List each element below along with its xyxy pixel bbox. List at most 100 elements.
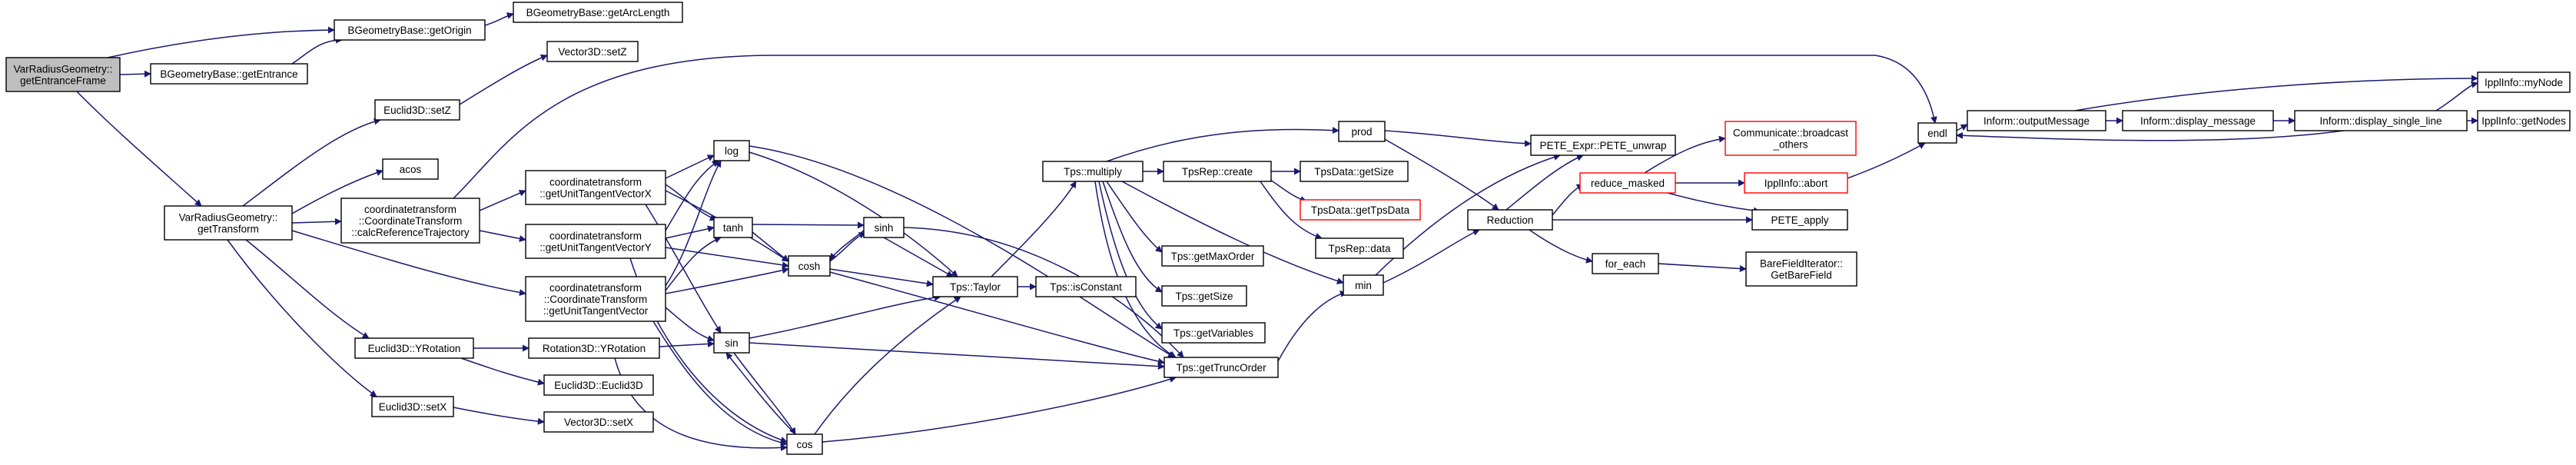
node-eSetZ[interactable]: Euclid3D::setZ bbox=[374, 99, 460, 121]
node-box[interactable] bbox=[5, 57, 121, 92]
node-reduceMasked[interactable]: reduce_masked bbox=[1579, 172, 1676, 194]
node-create[interactable]: TpsRep::create bbox=[1163, 161, 1272, 182]
node-cosh[interactable]: cosh bbox=[788, 255, 831, 277]
node-box[interactable] bbox=[1744, 172, 1848, 194]
node-eSetX[interactable]: Euclid3D::setX bbox=[371, 396, 454, 417]
node-box[interactable] bbox=[543, 411, 654, 433]
node-box[interactable] bbox=[788, 255, 831, 277]
node-cos[interactable]: cos bbox=[786, 433, 823, 455]
node-abort[interactable]: IpplInfo::abort bbox=[1744, 172, 1848, 194]
node-outMsg[interactable]: Inform::outputMessage bbox=[1967, 110, 2106, 131]
node-box[interactable] bbox=[1579, 172, 1676, 194]
node-broadcast[interactable]: Communicate::broadcast_others bbox=[1725, 121, 1857, 156]
node-getEntrance[interactable]: BGeometryBase::getEntrance bbox=[150, 63, 308, 85]
node-box[interactable] bbox=[1745, 251, 1857, 287]
node-eCtor[interactable]: Euclid3D::Euclid3D bbox=[543, 374, 654, 396]
node-unitY[interactable]: coordinatetransform::getUnitTangentVecto… bbox=[525, 224, 666, 259]
node-box[interactable] bbox=[1967, 110, 2106, 131]
node-box[interactable] bbox=[164, 205, 293, 241]
node-box[interactable] bbox=[1343, 274, 1384, 296]
node-box[interactable] bbox=[1161, 322, 1266, 344]
node-box[interactable] bbox=[1042, 161, 1144, 182]
node-dataGetSize[interactable]: TpsData::getSize bbox=[1300, 161, 1409, 182]
node-box[interactable] bbox=[354, 337, 474, 359]
node-acos[interactable]: acos bbox=[382, 158, 439, 180]
node-box[interactable] bbox=[713, 217, 753, 238]
node-getVariables[interactable]: Tps::getVariables bbox=[1161, 322, 1266, 344]
node-box[interactable] bbox=[374, 99, 460, 121]
node-calcRef[interactable]: coordinatetransform::CoordinateTransform… bbox=[340, 198, 480, 244]
node-sin[interactable]: sin bbox=[713, 332, 750, 354]
node-vrTransform[interactable]: VarRadiusGeometry::getTransform bbox=[164, 205, 293, 241]
node-box[interactable] bbox=[382, 158, 439, 180]
node-box[interactable] bbox=[528, 337, 660, 359]
node-box[interactable] bbox=[1751, 209, 1848, 231]
node-myNode[interactable]: IpplInfo::myNode bbox=[2477, 71, 2571, 93]
node-peteApply[interactable]: PETE_apply bbox=[1751, 209, 1848, 231]
node-dispMsg[interactable]: Inform::display_message bbox=[2122, 110, 2274, 131]
node-min[interactable]: min bbox=[1343, 274, 1384, 296]
node-log[interactable]: log bbox=[713, 140, 750, 161]
node-box[interactable] bbox=[1725, 121, 1857, 156]
node-repData[interactable]: TpsRep::data bbox=[1315, 237, 1404, 259]
node-box[interactable] bbox=[371, 396, 454, 417]
node-box[interactable] bbox=[525, 224, 666, 259]
node-box[interactable] bbox=[863, 217, 905, 238]
node-box[interactable] bbox=[2477, 110, 2571, 131]
node-box[interactable] bbox=[334, 19, 486, 41]
node-vSetX[interactable]: Vector3D::setX bbox=[543, 411, 654, 433]
node-getMaxOrder[interactable]: Tps::getMaxOrder bbox=[1161, 245, 1264, 267]
node-reduction[interactable]: Reduction bbox=[1467, 209, 1553, 231]
node-box[interactable] bbox=[713, 332, 750, 354]
node-multiply[interactable]: Tps::multiply bbox=[1042, 161, 1144, 182]
node-box[interactable] bbox=[2294, 110, 2468, 131]
node-forEach[interactable]: for_each bbox=[1592, 253, 1659, 274]
node-tanh[interactable]: tanh bbox=[713, 217, 753, 238]
node-dispLine[interactable]: Inform::display_single_line bbox=[2294, 110, 2468, 131]
node-unitVec[interactable]: coordinatetransform::CoordinateTransform… bbox=[525, 276, 666, 322]
node-box[interactable] bbox=[1164, 357, 1279, 378]
node-bfi[interactable]: BareFieldIterator::GetBareField bbox=[1745, 251, 1857, 287]
node-box[interactable] bbox=[1163, 161, 1272, 182]
node-box[interactable] bbox=[1300, 199, 1421, 221]
node-box[interactable] bbox=[525, 170, 666, 205]
node-box[interactable] bbox=[786, 433, 823, 455]
node-box[interactable] bbox=[932, 276, 1018, 297]
node-getNodes[interactable]: IpplInfo::getNodes bbox=[2477, 110, 2571, 131]
node-box[interactable] bbox=[340, 198, 480, 244]
node-box[interactable] bbox=[525, 276, 666, 322]
node-prod[interactable]: prod bbox=[1338, 121, 1386, 142]
node-getTpsData[interactable]: TpsData::getTpsData bbox=[1300, 199, 1421, 221]
node-box[interactable] bbox=[1161, 285, 1247, 307]
node-rYRot[interactable]: Rotation3D::YRotation bbox=[528, 337, 660, 359]
node-box[interactable] bbox=[1315, 237, 1404, 259]
node-box[interactable] bbox=[1161, 245, 1264, 267]
node-box[interactable] bbox=[2122, 110, 2274, 131]
node-endl[interactable]: endl bbox=[1917, 122, 1957, 144]
node-sinh[interactable]: sinh bbox=[863, 217, 905, 238]
node-tpsGetSize[interactable]: Tps::getSize bbox=[1161, 285, 1247, 307]
node-isConst[interactable]: Tps::isConstant bbox=[1035, 276, 1137, 297]
node-eYRot[interactable]: Euclid3D::YRotation bbox=[354, 337, 474, 359]
node-root[interactable]: VarRadiusGeometry::getEntranceFrame bbox=[5, 57, 121, 92]
node-box[interactable] bbox=[1467, 209, 1553, 231]
node-box[interactable] bbox=[150, 63, 308, 85]
node-box[interactable] bbox=[543, 374, 654, 396]
node-box[interactable] bbox=[713, 140, 750, 161]
node-box[interactable] bbox=[2477, 71, 2571, 93]
node-unitX[interactable]: coordinatetransform::getUnitTangentVecto… bbox=[525, 170, 666, 205]
node-getTruncOrder[interactable]: Tps::getTruncOrder bbox=[1164, 357, 1279, 378]
node-box[interactable] bbox=[1035, 276, 1137, 297]
node-taylor[interactable]: Tps::Taylor bbox=[932, 276, 1018, 297]
node-box[interactable] bbox=[1300, 161, 1409, 182]
node-vSetZ[interactable]: Vector3D::setZ bbox=[546, 41, 639, 62]
node-box[interactable] bbox=[1917, 122, 1957, 144]
node-box[interactable] bbox=[513, 2, 683, 23]
node-unwrap[interactable]: PETE_Expr::PETE_unwrap bbox=[1530, 135, 1676, 156]
node-getArcLength[interactable]: BGeometryBase::getArcLength bbox=[513, 2, 683, 23]
node-box[interactable] bbox=[1530, 135, 1676, 156]
node-box[interactable] bbox=[546, 41, 639, 62]
node-box[interactable] bbox=[1592, 253, 1659, 274]
node-box[interactable] bbox=[1338, 121, 1386, 142]
node-getOrigin[interactable]: BGeometryBase::getOrigin bbox=[334, 19, 486, 41]
